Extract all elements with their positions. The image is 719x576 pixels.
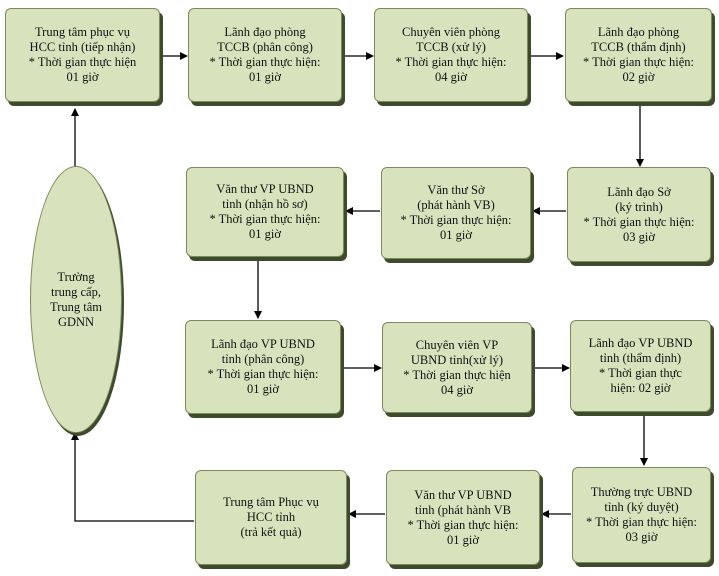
node-ubnd-clerk-issue-line-3: * Thời gian thực hiện:	[407, 517, 519, 532]
node-tccb-staff-line-3: * Thời gian thực hiện:	[395, 55, 507, 69]
arrow-return-to-school	[71, 432, 194, 522]
node-ubnd-lead-review: Lãnh đạo VP UBND tỉnh (thẩm định) * Thời…	[570, 320, 711, 412]
node-ubnd-staff: Chuyên viên VP UBND tỉnh(xử lý) * Thời g…	[382, 322, 532, 413]
node-ubnd-lead-review-line-4: hiện: 02 giờ	[610, 381, 671, 395]
node-ubnd-lead-review-line-3: * Thời gian thực	[599, 366, 682, 380]
node-tccb-lead-review-line-3: * Thời gian thực hiện:	[582, 55, 695, 69]
node-ubnd-standing-line-3: * Thời gian thực hiện:	[585, 515, 698, 529]
node-dept-clerk-line-3: * Thời gian thực hiện:	[400, 213, 512, 227]
node-dept-lead-submit-line-2: (ký trình)	[615, 199, 663, 214]
node-school-line-2: trung cấp,	[51, 284, 101, 299]
node-hcc-return-line-3: (trả kết quả)	[240, 525, 302, 539]
node-ubnd-clerk-receive-line-1: Văn thư VP UBND	[216, 182, 314, 196]
node-hcc-return-line-1: Trung tâm Phục vụ	[223, 495, 319, 509]
node-ubnd-lead-review-line-2: tỉnh (thẩm định)	[599, 351, 682, 365]
node-ubnd-clerk-issue-line-4: 01 giờ	[447, 532, 479, 547]
node-tccb-staff-line-4: 04 giờ	[435, 70, 467, 84]
node-tccb-lead-assign-line-4: 01 giờ	[249, 70, 281, 84]
node-ubnd-staff-line-2: UBND tỉnh(xử lý)	[410, 352, 504, 367]
node-hcc-return-line-2: HCC tỉnh	[246, 510, 296, 524]
node-dept-clerk-line-4: 01 giờ	[440, 228, 472, 242]
node-tccb-staff: Chuyên viên phòng TCCB (xử lý) * Thời gi…	[374, 8, 528, 102]
node-ubnd-lead-assign-line-1: Lãnh đạo VP UBND	[211, 337, 315, 351]
node-tccb-lead-assign: Lãnh đạo phòng TCCB (phân công) * Thời g…	[188, 8, 342, 102]
node-ubnd-standing-line-2: tỉnh (ký duyệt)	[604, 500, 679, 514]
node-ubnd-lead-assign-line-4: 01 giờ	[247, 382, 279, 396]
node-ubnd-clerk-receive-line-3: * Thời gian thực hiện:	[209, 212, 321, 226]
node-ubnd-clerk-issue: Văn thư VP UBND tỉnh (phát hành VB * Thờ…	[386, 470, 540, 565]
node-dept-clerk-line-1: Văn thư Sở	[427, 183, 485, 197]
node-tccb-staff-line-1: Chuyên viên phòng	[402, 25, 500, 39]
node-hcc-receive-line-1: Trung tâm phục vụ	[34, 25, 131, 39]
node-ubnd-clerk-issue-line-1: Văn thư VP UBND	[414, 487, 512, 502]
node-dept-lead-submit: Lãnh đạo Sở (ký trình) * Thời gian thực …	[567, 167, 711, 262]
node-ubnd-staff-line-4: 04 giờ	[441, 382, 473, 397]
node-dept-clerk-line-2: (phát hành VB)	[417, 198, 495, 212]
node-hcc-receive-line-2: HCC tỉnh (tiếp nhận)	[29, 40, 136, 54]
node-tccb-lead-assign-line-3: * Thời gian thực hiện:	[209, 55, 321, 69]
node-tccb-lead-review-line-2: TCCB (thẩm định)	[591, 40, 686, 54]
node-hcc-receive-line-4: 01 giờ	[66, 70, 99, 84]
node-ubnd-lead-assign-line-3: * Thời gian thực hiện:	[207, 367, 319, 381]
node-hcc-receive: Trung tâm phục vụ HCC tỉnh (tiếp nhận) *…	[5, 8, 160, 102]
node-ubnd-clerk-issue-line-2: tỉnh (phát hành VB	[415, 502, 511, 517]
node-ubnd-clerk-receive-line-2: tỉnh (nhận hồ sơ)	[222, 197, 308, 211]
node-tccb-staff-line-2: TCCB (xử lý)	[416, 40, 486, 54]
node-dept-lead-submit-line-1: Lãnh đạo Sở	[607, 184, 671, 199]
node-ubnd-clerk-receive: Văn thư VP UBND tỉnh (nhận hồ sơ) * Thời…	[186, 167, 344, 257]
node-ubnd-standing: Thường trực UBND tỉnh (ký duyệt) * Thời …	[572, 467, 711, 563]
node-school-ellipse: Trường trung cấp, Trung tâm GDNN	[30, 166, 122, 433]
node-school-line-3: Trung tâm	[50, 299, 102, 314]
node-tccb-lead-review-line-1: Lãnh đạo phòng	[597, 25, 680, 39]
node-ubnd-lead-review-line-1: Lãnh đạo VP UBND	[588, 336, 693, 350]
node-dept-clerk: Văn thư Sở (phát hành VB) * Thời gian th…	[381, 167, 531, 259]
node-dept-lead-submit-line-3: * Thời gian thực hiện:	[583, 214, 695, 229]
node-ubnd-staff-line-1: Chuyên viên VP	[415, 337, 499, 352]
node-school-line-4: GDNN	[57, 314, 95, 329]
node-ubnd-clerk-receive-line-4: 01 giờ	[249, 227, 281, 241]
node-ubnd-standing-line-4: 03 giờ	[625, 530, 658, 544]
node-tccb-lead-review-line-4: 02 giờ	[622, 70, 655, 84]
node-tccb-lead-assign-line-2: TCCB (phân công)	[217, 40, 313, 54]
node-hcc-return: Trung tâm Phục vụ HCC tỉnh (trả kết quả)	[195, 470, 347, 565]
node-ubnd-lead-assign: Lãnh đạo VP UBND tỉnh (phân công) * Thời…	[185, 320, 341, 414]
node-ubnd-standing-line-1: Thường trực UBND	[590, 485, 693, 499]
node-ubnd-lead-assign-line-2: tỉnh (phân công)	[221, 352, 305, 366]
node-dept-lead-submit-line-4: 03 giờ	[623, 229, 655, 244]
node-ubnd-staff-line-3: * Thời gian thực hiện	[403, 367, 511, 382]
node-school-line-1: Trường	[57, 269, 95, 284]
node-tccb-lead-review: Lãnh đạo phòng TCCB (thẩm định) * Thời g…	[565, 8, 712, 102]
node-hcc-receive-line-3: * Thời gian thực hiện	[28, 55, 137, 69]
node-tccb-lead-assign-line-1: Lãnh đạo phòng	[224, 25, 306, 39]
